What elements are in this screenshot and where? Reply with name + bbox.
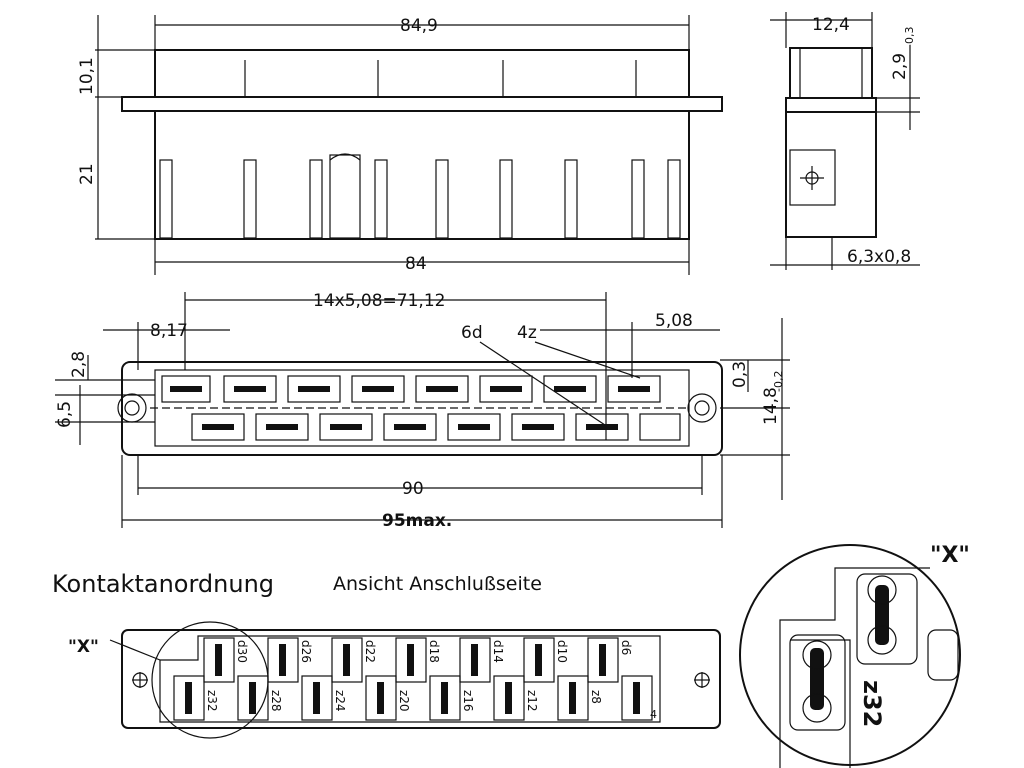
contact-cells bbox=[173, 637, 653, 721]
dim-blade-size: 6,3x0,8 bbox=[847, 247, 911, 267]
dim-top-height: 10,1 bbox=[77, 57, 97, 95]
front-dimensions bbox=[95, 15, 690, 275]
contact-label-d10: d10 bbox=[555, 640, 569, 663]
dim-overall: 95max. bbox=[382, 511, 452, 531]
dim-body-height: 21 bbox=[77, 163, 97, 185]
dim-right-main: 14,8 bbox=[761, 387, 781, 425]
contact-label-d18: d18 bbox=[427, 640, 441, 663]
dim-right-top: 0,3 bbox=[730, 361, 750, 388]
detail-contact-label: z32 bbox=[858, 680, 886, 727]
dim-base-width: 84 bbox=[405, 254, 427, 274]
detail-label: "X" bbox=[930, 543, 970, 568]
dim-right-sub: -0,2 bbox=[772, 371, 785, 392]
contact-label-z8: z8 bbox=[589, 690, 603, 704]
detail-x bbox=[739, 544, 961, 768]
label-row-z: 4z bbox=[517, 323, 537, 343]
contact-label-z28: z28 bbox=[269, 690, 283, 712]
contact-label-z12: z12 bbox=[525, 690, 539, 712]
contact-label-z24: z24 bbox=[333, 690, 347, 712]
dim-hole-span: 90 bbox=[402, 479, 424, 499]
label-row-d: 6d bbox=[461, 323, 483, 343]
dim-pitch: 14x5,08=71,12 bbox=[313, 291, 445, 311]
dim-side-tolerance-sub: -0,3 bbox=[903, 27, 916, 48]
contact-label-d30: d30 bbox=[235, 640, 249, 663]
dim-left-bottom: 6,5 bbox=[55, 401, 75, 428]
contact-label-z20: z20 bbox=[397, 690, 411, 712]
dim-side-width: 12,4 bbox=[812, 15, 850, 35]
corner-mark: 4 bbox=[650, 708, 657, 721]
dim-left-top: 2,8 bbox=[69, 351, 89, 378]
side-dimensions bbox=[770, 12, 920, 270]
side-elevation bbox=[785, 47, 877, 238]
section-subtitle: Ansicht Anschlußseite bbox=[333, 573, 542, 595]
contact-label-d22: d22 bbox=[363, 640, 377, 663]
detail-label-small: "X" bbox=[68, 637, 99, 657]
contact-label-d6: d6 bbox=[619, 640, 633, 655]
plan-contacts bbox=[161, 375, 681, 441]
contact-label-d14: d14 bbox=[491, 640, 505, 663]
plan-dimensions bbox=[55, 292, 790, 528]
contact-label-d26: d26 bbox=[299, 640, 313, 663]
dim-offset: 8,17 bbox=[150, 321, 188, 341]
dim-row-pitch: 5,08 bbox=[655, 311, 693, 331]
contact-arrangement-plate bbox=[109, 621, 721, 739]
front-elevation bbox=[121, 49, 723, 240]
section-title: Kontaktanordnung bbox=[52, 570, 274, 598]
contact-label-z32: z32 bbox=[205, 690, 219, 712]
contact-label-z16: z16 bbox=[461, 690, 475, 712]
dim-top-width: 84,9 bbox=[400, 16, 438, 36]
dim-side-tolerance: 2,9 bbox=[890, 53, 910, 80]
